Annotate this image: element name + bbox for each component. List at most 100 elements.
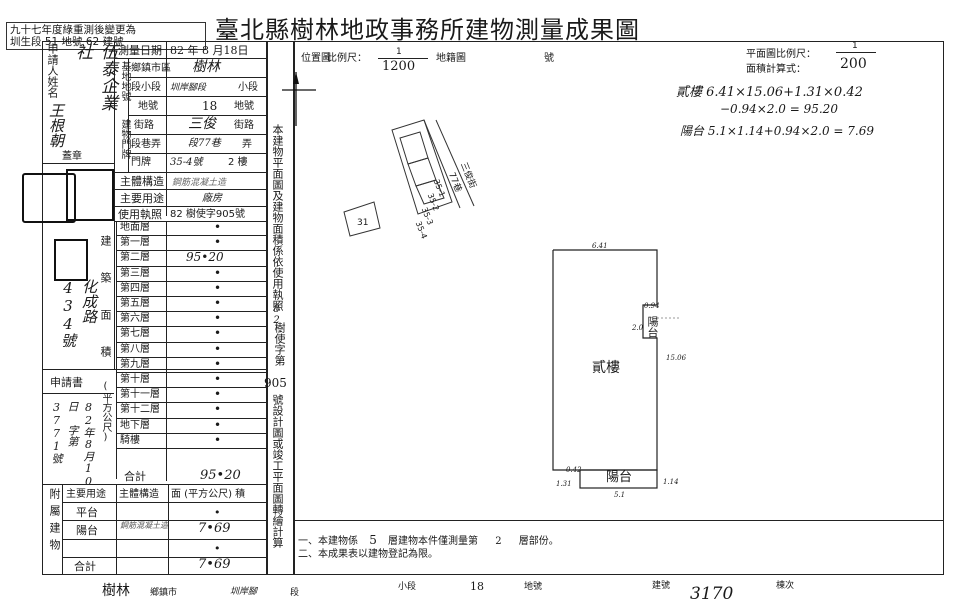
floor-label: 第三層 — [120, 267, 150, 279]
unit-label: (平方公尺) — [100, 381, 111, 443]
plan-dim-bottom: 5.1 — [614, 491, 626, 499]
floor-row-divider — [117, 341, 266, 343]
floor-value: • — [214, 417, 222, 432]
floor-value: • — [214, 387, 222, 402]
plan-dim-left-small: 0.42 — [566, 466, 582, 474]
row-label-0: 鄉鎮市區 — [131, 63, 171, 74]
location-scale-den: 1200 — [382, 59, 416, 74]
plan-side-balcony-label: 陽台 — [646, 316, 659, 338]
plan-dim-balcony-right: 1.14 — [663, 478, 679, 486]
application-label: 申請書 — [50, 376, 83, 389]
page-title: 臺北縣樹林地政事務所建物測量成果圖 — [215, 16, 640, 44]
floor-label: 第四層 — [120, 282, 150, 294]
location-scale-label: 比例尺： — [327, 53, 367, 64]
plan-area-calc-label: 面積計算式： — [746, 64, 806, 75]
note-1-mid: 層建物本件僅測量第 — [388, 536, 479, 547]
total-label: 合計 — [124, 470, 146, 483]
plan-dim-side-b: 2.0 — [632, 324, 644, 332]
address: 化成路434號 — [59, 279, 98, 348]
door-group-label: 建物門牌 — [119, 119, 130, 159]
floor-row-divider — [117, 250, 266, 252]
note-1-prefix: 一、本建物係 — [298, 536, 358, 547]
note-1-suffix: 層部份。 — [518, 536, 559, 547]
location-cadastral-label: 地籍圖 — [436, 53, 466, 64]
floor-row-divider — [117, 265, 266, 267]
row-value-3: 三俊 — [188, 116, 216, 132]
note-1-floors: 5 — [369, 533, 377, 547]
plan-dim-left-b: 1.31 — [556, 480, 572, 488]
row-suffix-3: 街路 — [234, 120, 254, 131]
attached-area-2: • — [214, 542, 221, 555]
permit-value: 82 樹使字905號 — [170, 209, 245, 220]
attached-head-usage: 主要用途 — [66, 489, 106, 500]
floor-label: 地下層 — [120, 419, 150, 431]
applicant-rep: 王根朝 — [47, 103, 65, 148]
floor-row-divider — [117, 235, 266, 237]
row-label-1: 段小段 — [131, 82, 161, 93]
survey-date-value: 82 年 8 月18日 — [170, 44, 249, 57]
floor-label: 第七層 — [120, 328, 150, 340]
footer-section: 圳岸腳 — [230, 587, 258, 597]
floor-label: 第九層 — [120, 358, 150, 370]
floor-label: 地面層 — [120, 222, 150, 233]
usage-value: 廠房 — [202, 193, 222, 204]
structure-label: 主體構造 — [120, 175, 164, 188]
seal-stamp-3 — [54, 239, 88, 281]
plan-scale-num: 1 — [852, 41, 858, 51]
floor-label: 第十二層 — [120, 404, 160, 416]
plan-dim-right: 15.06 — [666, 354, 687, 362]
floor-value: • — [214, 311, 222, 326]
divider-mid — [293, 41, 295, 575]
middle-permit-year: 82 — [271, 304, 282, 326]
seal-stamp-2 — [66, 169, 114, 221]
total-value: 95•20 — [200, 468, 241, 483]
floor-value: • — [214, 296, 222, 310]
row-suffix-2: 地號 — [234, 101, 254, 112]
attached-head-area: 面 (平方公尺) 積 — [171, 489, 246, 500]
middle-vertical-text3: 號設計圖或竣工平面圖轉繪計算 — [271, 394, 284, 548]
footer-floor-label: 棟次 — [776, 581, 795, 591]
calc-line-2: −0.94×2.0 = 95.20 — [720, 102, 838, 116]
header-note: 九十七年度綠重測後變更為 圳生段 51 地號 62 建號 — [6, 22, 206, 50]
floor-value: • — [214, 372, 222, 386]
row-label-2: 地號 — [138, 101, 158, 112]
floor-value: • — [214, 432, 222, 447]
floor-label: 騎樓 — [120, 434, 140, 446]
row-value-0: 樹林 — [192, 59, 220, 75]
footer-lot-label: 地號 — [524, 582, 543, 592]
site-group-label: 基地地號 — [119, 61, 130, 101]
usage-label: 主要用途 — [120, 192, 164, 205]
row-suffix-4: 弄 — [242, 139, 252, 150]
calc-line-3: 陽台 5.1×1.14+0.94×2.0 = 7.69 — [680, 124, 874, 138]
row-label-4: 段巷弄 — [131, 139, 161, 150]
structure-value: 鋼筋混凝土造 — [172, 178, 227, 188]
footer-lot-no: 18 — [470, 580, 484, 593]
floor-label: 第一層 — [120, 237, 150, 249]
attached-total-value: 7•69 — [198, 557, 231, 572]
footer-town: 樹林 — [102, 583, 130, 599]
permit-label: 使用執照 — [118, 208, 162, 221]
plan-scale-label: 平面圖比例尺： — [746, 49, 816, 60]
attached-usage-1: 陽台 — [76, 524, 98, 537]
divider-left — [266, 41, 268, 575]
floor-label: 第十一層 — [120, 389, 160, 401]
floor-row-divider — [117, 402, 266, 404]
middle-vertical-text: 本建物平面圖及建物面積係依使用執照 — [271, 124, 284, 311]
attached-head-structure: 主體構造 — [119, 489, 159, 500]
note-1: 一、本建物係 5 層建物本件僅測量第 2 層部份。 — [298, 534, 559, 548]
floor-row-divider — [117, 372, 266, 373]
floor-row-divider — [117, 296, 266, 297]
note-2: 二、本成果表以建物登記為限。 — [298, 549, 438, 560]
footer-subsection-label: 小段 — [398, 582, 417, 592]
row-suffix-1: 小段 — [238, 82, 258, 93]
row-suffix-5: 2 樓 — [228, 157, 248, 168]
floor-label: 第五層 — [120, 298, 150, 309]
header-note-line2: 圳生段 51 地號 62 建號 — [10, 36, 124, 48]
floor-value: • — [214, 356, 222, 371]
floor-label: 第十層 — [120, 374, 150, 385]
floor-value: • — [214, 220, 222, 234]
location-title: 位置圖 — [301, 53, 331, 64]
floor-row-divider — [117, 387, 266, 389]
floor-row-divider — [117, 432, 266, 434]
north-arrow-icon — [282, 72, 316, 126]
